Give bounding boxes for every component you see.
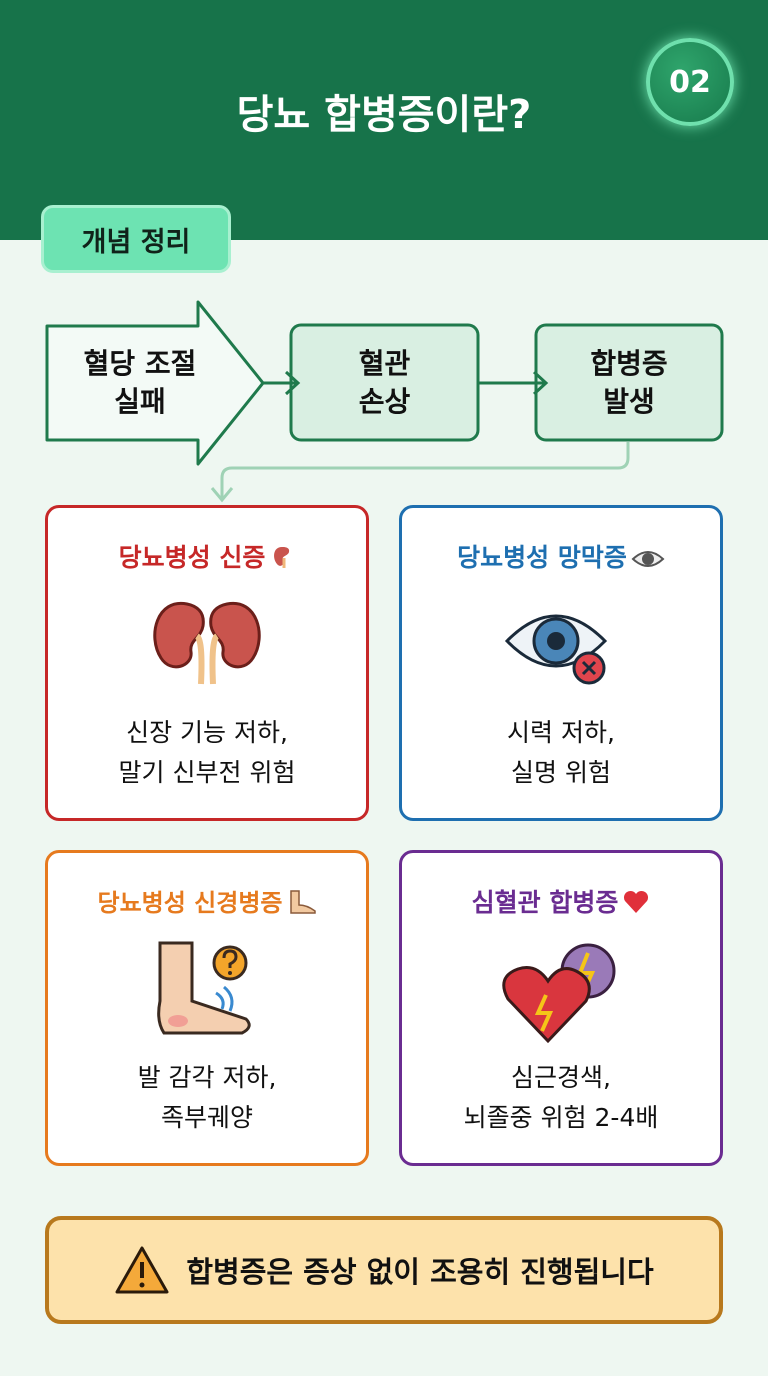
warning-banner: 합병증은 증상 없이 조용히 진행됩니다 [45, 1216, 723, 1324]
card-title: 당뇨병성 신증 [118, 543, 266, 572]
page-title: 당뇨 합병증이란? [236, 92, 532, 138]
card-desc-line1: 발 감각 저하, [137, 1063, 277, 1092]
card-desc-line1: 신장 기능 저하, [126, 718, 288, 747]
card-header: 심혈관 합병증 [402, 883, 720, 919]
card-desc: 시력 저하, 실명 위험 [402, 713, 720, 793]
heart-brain-icon [502, 943, 616, 1044]
kidney-icon [274, 546, 290, 568]
flow-step-2-line2: 손상 [358, 385, 411, 418]
flow-step-3-line2: 발생 [603, 385, 655, 418]
card-desc: 신장 기능 저하, 말기 신부전 위험 [48, 713, 366, 793]
warning-text: 합병증은 증상 없이 조용히 진행됩니다 [186, 1255, 654, 1289]
card-desc-line2: 뇌졸중 위험 2-4배 [463, 1103, 659, 1132]
heart-icon [624, 890, 649, 913]
section-number-badge: 02 [646, 38, 734, 126]
card-header: 당뇨병성 망막증 [402, 538, 720, 574]
foot-icon [289, 890, 316, 914]
card-header: 당뇨병성 신경병증 [48, 883, 366, 918]
card-desc-line1: 심근경색, [511, 1063, 611, 1092]
card-nephropathy: 당뇨병성 신증 신장 기능 저하, 말기 신부전 위험 [45, 505, 369, 821]
card-desc-line2: 족부궤양 [160, 1103, 253, 1132]
eye-icon [631, 551, 665, 567]
feedback-connector [210, 442, 630, 503]
flow-step-1-arrow-shape [45, 300, 265, 466]
card-desc-line2: 말기 신부전 위험 [118, 758, 296, 787]
flow-arrow-icon [263, 370, 549, 396]
card-header: 당뇨병성 신증 [48, 538, 366, 574]
header-banner: 당뇨 합병증이란? 02 [0, 0, 768, 240]
flow-step-1-line2: 실패 [114, 385, 166, 418]
card-desc-line1: 시력 저하, [507, 718, 615, 747]
flow-step-1-line1: 혈당 조절 [83, 347, 197, 380]
card-desc-line2: 실명 위험 [511, 758, 611, 787]
kidneys-icon [153, 601, 261, 685]
card-cardiovascular: 심혈관 합병증 심근경색, 뇌졸중 위험 2-4배 [399, 850, 723, 1166]
card-neuropathy: 당뇨병성 신경병증 발 감각 저하, 족부궤양 [45, 850, 369, 1166]
flow-shapes [45, 300, 724, 503]
eye-with-x-icon [504, 614, 608, 685]
card-desc: 발 감각 저하, 족부궤양 [48, 1058, 366, 1138]
flow-step-2-line1: 혈관 [358, 347, 411, 380]
flow-step-3-line1: 합병증 [590, 347, 668, 380]
concept-tag: 개념 정리 [41, 205, 231, 273]
card-title: 당뇨병성 신경병증 [97, 889, 283, 917]
card-title: 당뇨병성 망막증 [457, 543, 627, 572]
warning-icon [115, 1246, 169, 1294]
foot-question-icon [157, 941, 251, 1035]
card-desc: 심근경색, 뇌졸중 위험 2-4배 [402, 1058, 720, 1138]
card-title: 심혈관 합병증 [471, 888, 619, 917]
card-retinopathy: 당뇨병성 망막증 시력 저하, 실명 위험 [399, 505, 723, 821]
